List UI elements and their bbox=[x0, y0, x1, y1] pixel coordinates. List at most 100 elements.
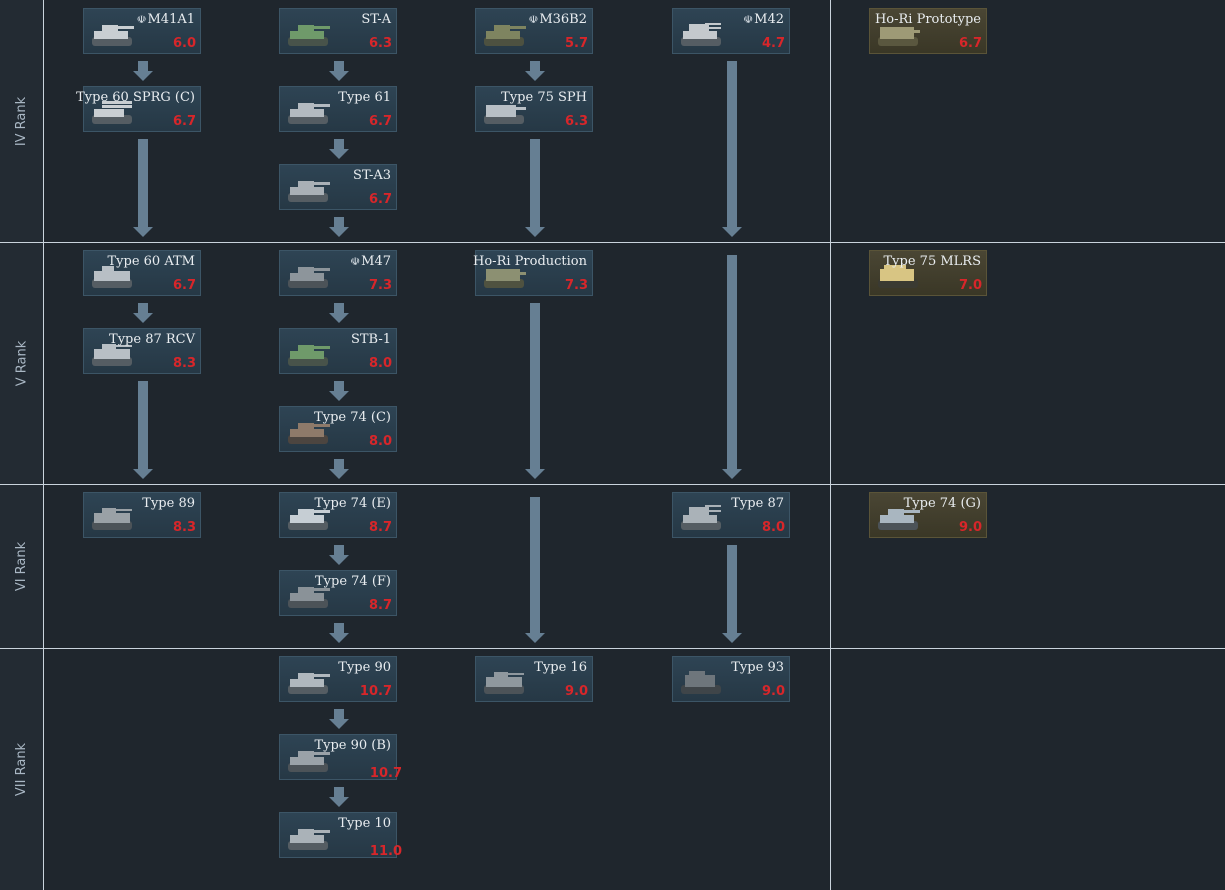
vehicle-card-st-a3[interactable]: ST-A3 6.7 bbox=[279, 164, 397, 210]
tank-icon bbox=[92, 266, 132, 288]
vehicle-card-type-93[interactable]: Type 93 9.0 bbox=[672, 656, 790, 702]
progression-arrow bbox=[329, 61, 349, 81]
rank-divider bbox=[0, 242, 1225, 243]
vehicle-card-hori-production[interactable]: Ho-Ri Production 7.3 bbox=[473, 250, 593, 296]
progression-arrow bbox=[525, 61, 545, 81]
tank-icon bbox=[288, 345, 330, 366]
progression-arrow bbox=[329, 459, 349, 479]
tank-icon bbox=[681, 505, 721, 530]
vehicle-card-type-61[interactable]: Type 61 6.7 bbox=[279, 86, 397, 132]
progression-arrow bbox=[133, 61, 153, 81]
vehicle-card-type-60-atm[interactable]: Type 60 ATM 6.7 bbox=[83, 250, 201, 296]
vehicle-card-type-89[interactable]: Type 89 8.3 bbox=[83, 492, 201, 538]
battle-rating: 6.7 bbox=[368, 192, 392, 207]
battle-rating: 7.0 bbox=[958, 278, 982, 293]
vehicle-card-type-10[interactable]: Type 10 11.0 bbox=[279, 812, 402, 859]
progression-arrow bbox=[525, 139, 545, 237]
progression-arrow bbox=[329, 139, 349, 159]
tank-icon bbox=[484, 105, 526, 124]
battle-rating: 8.7 bbox=[368, 520, 392, 535]
tank-icon bbox=[288, 829, 330, 850]
progression-arrow bbox=[133, 381, 153, 479]
battle-rating: 7.3 bbox=[564, 278, 588, 293]
usa-flag-icon: ☫ bbox=[528, 13, 539, 26]
battle-rating: 8.0 bbox=[368, 434, 392, 449]
usa-flag-icon: ☫ bbox=[350, 255, 361, 268]
tank-icon bbox=[878, 265, 918, 288]
tank-icon bbox=[681, 671, 721, 694]
tank-icon bbox=[484, 25, 526, 46]
tank-icon bbox=[288, 25, 330, 46]
vehicle-card-m41a1[interactable]: ☫M41A1 6.0 bbox=[83, 8, 201, 54]
progression-arrow bbox=[525, 303, 545, 479]
vehicle-card-m47[interactable]: ☫M47 7.3 bbox=[279, 250, 397, 296]
usa-flag-icon: ☫ bbox=[743, 13, 754, 26]
rank-iv-label: IV Rank bbox=[14, 96, 29, 146]
progression-arrow bbox=[329, 709, 349, 729]
vehicle-card-type-87-rcv[interactable]: Type 87 RCV 8.3 bbox=[83, 328, 201, 374]
vehicle-card-m42[interactable]: ☫M42 4.7 bbox=[672, 8, 790, 54]
tank-icon bbox=[288, 423, 330, 444]
progression-arrow bbox=[525, 497, 545, 643]
progression-arrow bbox=[329, 787, 349, 807]
vehicle-card-hori-prototype[interactable]: Ho-Ri Prototype 6.7 bbox=[869, 8, 987, 54]
battle-rating: 6.3 bbox=[564, 114, 588, 129]
battle-rating: 6.7 bbox=[172, 278, 196, 293]
rank-v-label: V Rank bbox=[14, 340, 30, 387]
tank-icon bbox=[288, 587, 330, 608]
vehicle-card-type-16[interactable]: Type 16 9.0 bbox=[475, 656, 593, 702]
rank-vii-label: VII Rank bbox=[14, 742, 29, 797]
tank-icon bbox=[92, 508, 132, 530]
tank-icon bbox=[92, 101, 132, 124]
tank-icon bbox=[484, 672, 524, 694]
vehicle-card-st-a[interactable]: ST-A 6.3 bbox=[279, 8, 397, 54]
battle-rating: 8.0 bbox=[761, 520, 785, 535]
progression-arrow bbox=[722, 255, 742, 479]
rank-divider bbox=[0, 484, 1225, 485]
battle-rating: 6.7 bbox=[958, 36, 982, 51]
battle-rating: 8.7 bbox=[368, 598, 392, 613]
battle-rating: 9.0 bbox=[761, 684, 785, 699]
tank-icon bbox=[288, 103, 330, 124]
tank-icon bbox=[484, 269, 526, 288]
tank-icon bbox=[288, 267, 330, 288]
battle-rating: 7.3 bbox=[368, 278, 392, 293]
battle-rating: 11.0 bbox=[369, 844, 402, 859]
vehicle-card-type-87[interactable]: Type 87 8.0 bbox=[672, 492, 790, 538]
progression-arrow bbox=[722, 545, 742, 643]
battle-rating: 6.0 bbox=[172, 36, 196, 51]
rank-vi-label: VI Rank bbox=[14, 541, 29, 592]
tank-icon bbox=[878, 27, 920, 46]
vehicle-card-type-74-g[interactable]: Type 74 (G) 9.0 bbox=[869, 492, 987, 538]
vehicle-card-type-74-e[interactable]: Type 74 (E) 8.7 bbox=[279, 492, 397, 538]
battle-rating: 5.7 bbox=[564, 36, 588, 51]
tank-icon bbox=[681, 23, 721, 46]
battle-rating: 10.7 bbox=[359, 684, 392, 699]
progression-arrow bbox=[329, 623, 349, 643]
progression-arrow bbox=[329, 381, 349, 401]
progression-arrow bbox=[133, 303, 153, 323]
progression-arrow bbox=[329, 545, 349, 565]
tank-icon bbox=[92, 25, 134, 46]
battle-rating: 4.7 bbox=[761, 36, 785, 51]
vehicle-card-type-90-b[interactable]: Type 90 (B) 10.7 bbox=[279, 734, 402, 781]
vehicle-card-type-60-sprg-c[interactable]: Type 60 SPRG (C) 6.7 bbox=[76, 86, 201, 132]
vehicle-card-type-75-mlrs[interactable]: Type 75 MLRS 7.0 bbox=[869, 250, 987, 296]
vehicle-card-type-90[interactable]: Type 90 10.7 bbox=[279, 656, 397, 702]
battle-rating: 8.3 bbox=[172, 356, 196, 371]
progression-arrow bbox=[329, 303, 349, 323]
vehicle-card-type-74-c[interactable]: Type 74 (C) 8.0 bbox=[279, 406, 397, 452]
vehicle-card-stb-1[interactable]: STB-1 8.0 bbox=[279, 328, 397, 374]
tank-icon bbox=[288, 673, 330, 694]
tank-icon bbox=[288, 751, 330, 772]
vehicle-card-type-74-f[interactable]: Type 74 (F) 8.7 bbox=[279, 570, 397, 616]
battle-rating: 8.3 bbox=[172, 520, 196, 535]
vehicle-card-type-75-sph[interactable]: Type 75 SPH 6.3 bbox=[475, 86, 593, 132]
battle-rating: 6.7 bbox=[368, 114, 392, 129]
battle-rating: 6.3 bbox=[368, 36, 392, 51]
tank-icon bbox=[288, 181, 330, 202]
tank-icon bbox=[288, 509, 330, 530]
tank-icon bbox=[92, 344, 132, 366]
progression-arrow bbox=[329, 217, 349, 237]
vehicle-card-m36b2[interactable]: ☫M36B2 5.7 bbox=[475, 8, 593, 54]
